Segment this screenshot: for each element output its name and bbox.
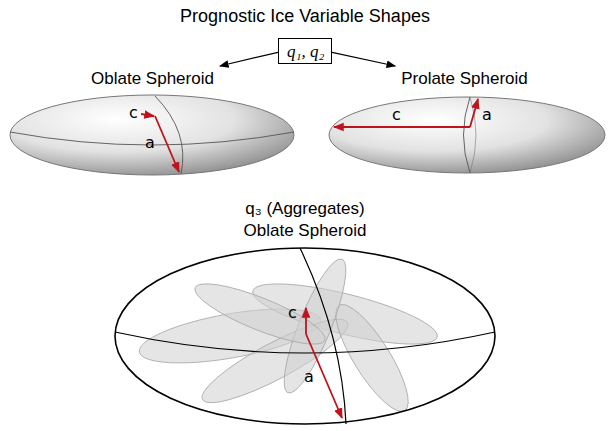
meridian-line xyxy=(155,96,183,174)
shape-heading: q₃ (Aggregates) Oblate Spheroid xyxy=(225,198,385,242)
c-axis-arrow xyxy=(141,114,154,116)
axis-label: c xyxy=(129,104,138,121)
equator-line xyxy=(115,332,495,353)
variable-box: q₁, q₂ xyxy=(278,38,332,64)
oblate-spheroid xyxy=(10,95,294,175)
c-axis-arrow xyxy=(334,126,470,128)
axis-label: a xyxy=(145,134,155,151)
aggregate-crystal xyxy=(324,296,420,420)
branch-arrow xyxy=(220,52,278,66)
spheroid-shape: Prolate Spheroid c a xyxy=(322,66,607,178)
diagram-title: Prognostic Ice Variable Shapes xyxy=(0,5,610,27)
axis-label: a xyxy=(482,106,492,123)
shape-heading: Oblate Spheroid xyxy=(5,68,300,90)
a-axis-arrow xyxy=(155,116,179,172)
meridian-line xyxy=(464,97,471,173)
axis-label: c xyxy=(288,304,297,321)
prolate-spheroid xyxy=(329,97,605,173)
spheroid-shape: Oblate Spheroid ca xyxy=(5,66,300,178)
variable-name: q₁, q₂ xyxy=(287,42,324,62)
meridian-line xyxy=(300,248,346,424)
axis-label: a xyxy=(304,368,314,385)
a-axis-arrow xyxy=(470,99,478,127)
branch-arrow xyxy=(332,52,395,66)
spheroid-shape: q₃ (Aggregates) Oblate Spheroid c a xyxy=(110,196,500,428)
axis-label: c xyxy=(392,106,401,123)
aggregate-envelope xyxy=(115,248,495,424)
shape-heading: Prolate Spheroid xyxy=(322,68,607,90)
c-axis-arrow xyxy=(305,308,307,334)
